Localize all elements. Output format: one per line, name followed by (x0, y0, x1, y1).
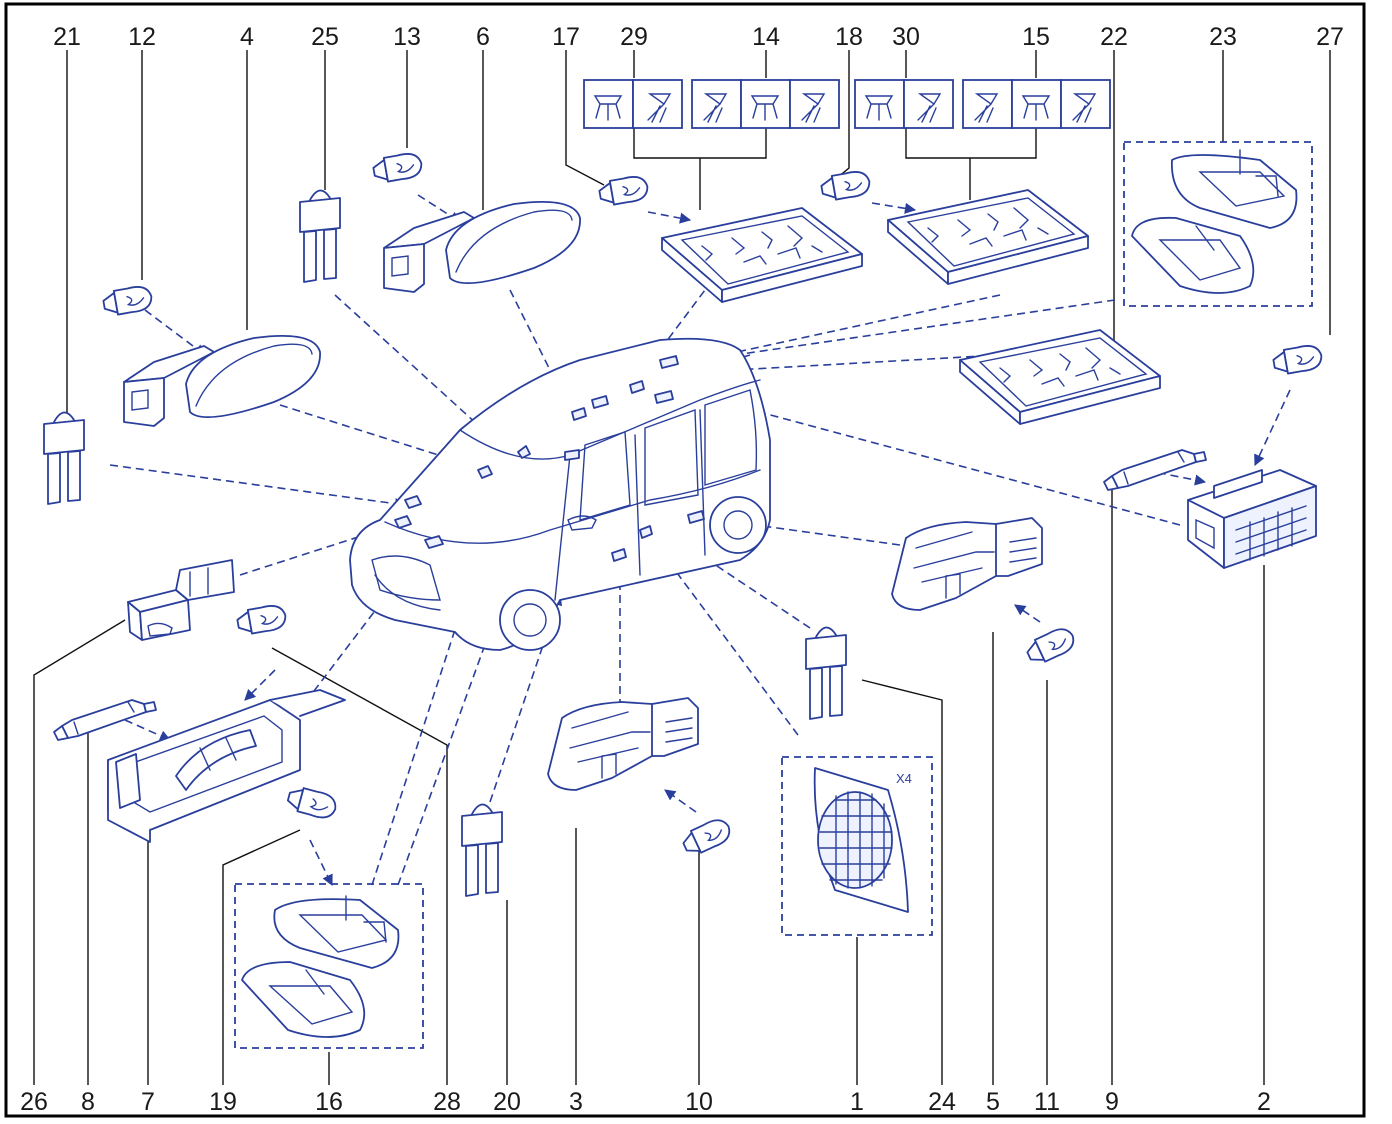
part-grille-1: X4 (781, 756, 933, 936)
spot-lamp-icon (974, 93, 999, 123)
label-21: 21 (53, 23, 81, 51)
dome-lamp-icon (1021, 95, 1051, 121)
label-5: 5 (986, 1088, 1000, 1116)
label-29: 29 (620, 23, 648, 51)
part-lamp-7 (107, 689, 346, 843)
label-12: 12 (128, 23, 156, 51)
label-10: 10 (685, 1088, 713, 1116)
label-18: 18 (835, 23, 863, 51)
label-2: 2 (1257, 1088, 1271, 1116)
dome-lamp-icon (593, 95, 623, 121)
dome-lamp-icon (750, 95, 780, 121)
part-connector-26 (127, 559, 235, 641)
label-16: 16 (315, 1088, 343, 1116)
label-24: 24 (928, 1088, 956, 1116)
car-outline (349, 337, 771, 651)
label-6: 6 (476, 23, 490, 51)
label-7: 7 (141, 1088, 155, 1116)
label-8: 8 (81, 1088, 95, 1116)
spot-lamp-icon (647, 93, 672, 123)
label-30: 30 (892, 23, 920, 51)
label-28: 28 (433, 1088, 461, 1116)
label-13: 13 (393, 23, 421, 51)
label-11: 11 (1034, 1088, 1060, 1116)
top-labels: 21 12 4 25 13 6 17 29 14 18 30 15 22 23 … (53, 23, 1344, 51)
label-19: 19 (209, 1088, 237, 1116)
symbol-box-29 (583, 79, 683, 129)
label-3: 3 (569, 1088, 583, 1116)
dome-lamp-icon (864, 95, 894, 121)
label-25: 25 (311, 23, 339, 51)
label-23: 23 (1209, 23, 1237, 51)
symbol-box-14 (691, 79, 840, 129)
symbol-box-30 (854, 79, 954, 129)
leader-lines (33, 50, 1331, 1085)
label-14: 14 (752, 23, 780, 51)
label-20: 20 (493, 1088, 521, 1116)
label-15: 15 (1022, 23, 1050, 51)
label-27: 27 (1316, 23, 1344, 51)
spot-lamp-icon (703, 93, 728, 123)
label-17: 17 (552, 23, 580, 51)
spot-lamp-icon (1072, 93, 1097, 123)
spot-lamp-icon (801, 93, 826, 123)
label-26: 26 (20, 1088, 48, 1116)
part-lamp-2 (1187, 469, 1317, 569)
bottom-labels: 26 8 7 19 16 28 20 3 10 1 24 5 11 9 2 (20, 1088, 1271, 1116)
part-kit-23 (1123, 141, 1313, 307)
label-4: 4 (240, 23, 254, 51)
symbol-box-15 (962, 79, 1111, 129)
label-9: 9 (1105, 1088, 1119, 1116)
spot-lamp-icon (917, 93, 942, 123)
label-22: 22 (1100, 23, 1128, 51)
label-1: 1 (850, 1088, 864, 1116)
quantity-note: X4 (896, 771, 912, 786)
part-kit-16 (234, 883, 424, 1049)
